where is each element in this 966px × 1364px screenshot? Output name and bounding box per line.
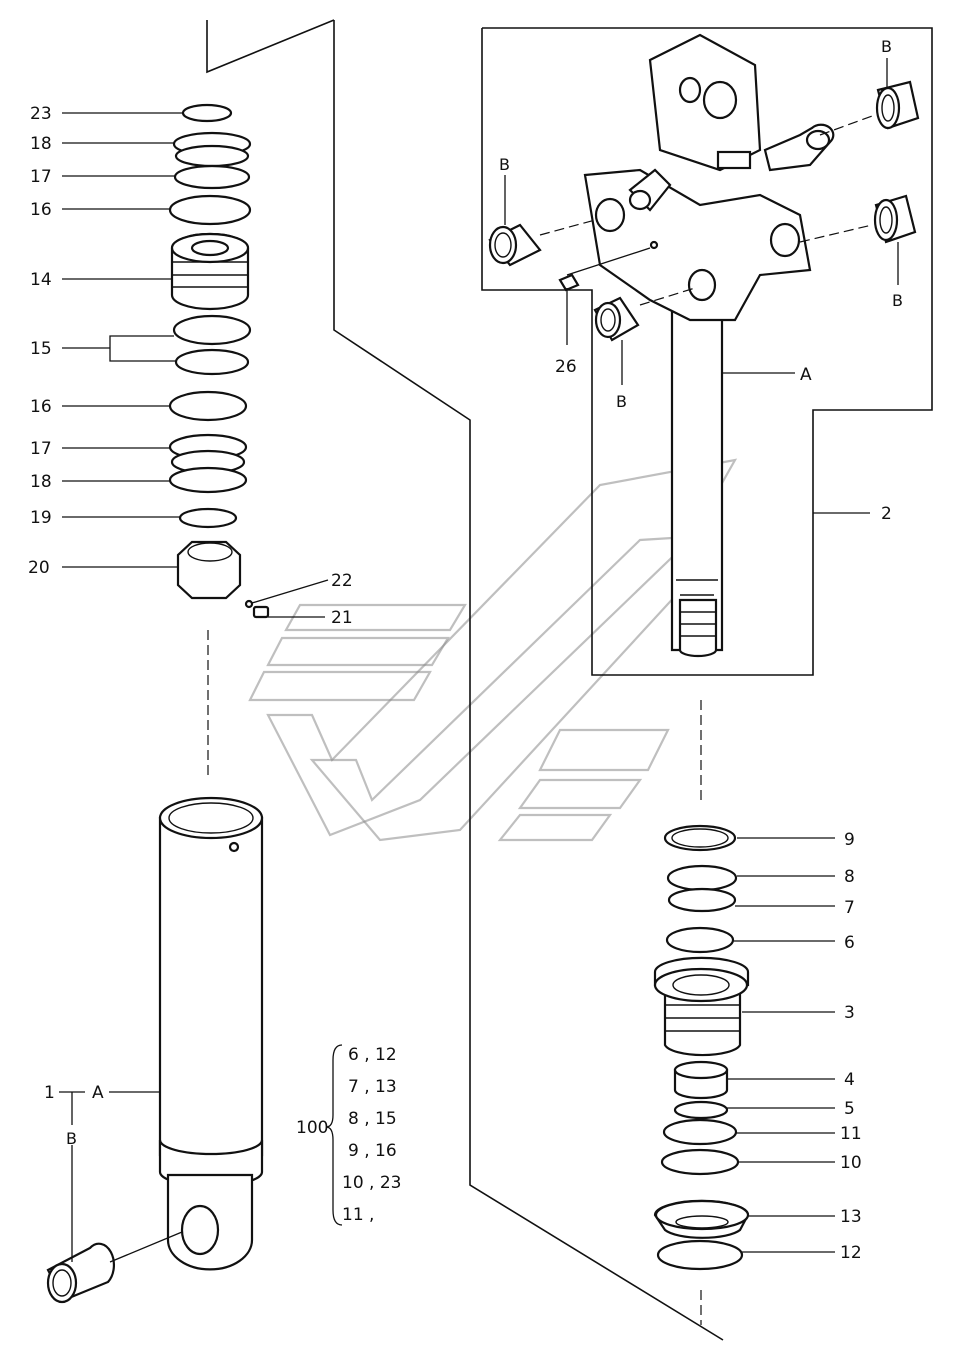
ring-18-top-inner bbox=[174, 144, 250, 168]
seal-stack-left bbox=[168, 103, 270, 619]
ring-16-bottom bbox=[168, 390, 248, 422]
screw-21 bbox=[252, 605, 270, 619]
clevis-hole bbox=[702, 80, 738, 120]
callout-10: 10 bbox=[840, 1153, 862, 1173]
callout-17-top: 17 bbox=[30, 167, 52, 187]
callout-11: 11 bbox=[840, 1124, 862, 1144]
callout-18-top: 18 bbox=[30, 134, 52, 154]
kit-row: 8 , 15 bbox=[348, 1109, 397, 1129]
callout-b-2: B bbox=[499, 155, 510, 174]
seal-stack-right bbox=[653, 824, 750, 1271]
leader-lines bbox=[59, 58, 899, 1263]
callout-15: 15 bbox=[30, 339, 52, 359]
ring-16-top bbox=[168, 194, 252, 226]
callout-17-bottom: 17 bbox=[30, 439, 52, 459]
callout-26: 26 bbox=[555, 357, 577, 377]
ring-18-bottom bbox=[168, 466, 248, 494]
trunnion-hole-front bbox=[687, 268, 717, 302]
callout-b-4: B bbox=[616, 392, 627, 411]
ring-5 bbox=[673, 1100, 729, 1120]
callout-a-bottom: A bbox=[92, 1083, 104, 1103]
rod-assembly bbox=[558, 33, 835, 658]
callout-5: 5 bbox=[844, 1099, 855, 1119]
kit-row: 7 , 13 bbox=[348, 1077, 397, 1097]
tube-nipple bbox=[228, 841, 240, 853]
kit-bracket bbox=[325, 1044, 343, 1226]
trunnion-hole-left bbox=[594, 197, 626, 233]
ring-15-a bbox=[172, 314, 252, 346]
kit-row: 9 , 16 bbox=[348, 1141, 397, 1161]
callout-7: 7 bbox=[844, 898, 855, 918]
callout-20: 20 bbox=[28, 558, 50, 578]
callout-2: 2 bbox=[881, 504, 892, 524]
bushings-b-upper bbox=[488, 80, 920, 342]
callout-16-bottom: 16 bbox=[30, 397, 52, 417]
kit-row: 11 , bbox=[342, 1205, 374, 1225]
cylinder-tube bbox=[158, 796, 264, 1271]
kit-number: 100 bbox=[296, 1118, 328, 1138]
kit-row: 6 , 12 bbox=[348, 1045, 397, 1065]
callout-9: 9 bbox=[844, 830, 855, 850]
callout-23: 23 bbox=[30, 104, 52, 124]
ring-6 bbox=[665, 926, 735, 954]
ring-8 bbox=[666, 864, 738, 892]
callout-b-3: B bbox=[892, 291, 903, 310]
rod-thread bbox=[678, 598, 718, 658]
bushing-b-bottom-left bbox=[46, 1242, 116, 1304]
callout-a-top: A bbox=[800, 365, 812, 385]
callout-12: 12 bbox=[840, 1243, 862, 1263]
callout-8: 8 bbox=[844, 867, 855, 887]
ring-15-b bbox=[174, 348, 250, 376]
nut-20-bore bbox=[187, 542, 233, 562]
callout-4: 4 bbox=[844, 1070, 855, 1090]
ring-12 bbox=[656, 1239, 744, 1271]
washer-19 bbox=[178, 507, 238, 529]
ring-17-top bbox=[173, 164, 251, 190]
boundary-lines bbox=[206, 19, 933, 1341]
tube-mouth bbox=[158, 796, 264, 840]
ball-22 bbox=[244, 599, 254, 609]
kit-table: 100 6 , 12 7 , 13 8 , 15 9 , 16 10 , 23 … bbox=[296, 1045, 401, 1225]
callout-16-top: 16 bbox=[30, 200, 52, 220]
callout-22: 22 bbox=[331, 571, 353, 591]
ring-11 bbox=[662, 1118, 738, 1146]
callout-3: 3 bbox=[844, 1003, 855, 1023]
grease-nipple-26 bbox=[558, 273, 580, 292]
callout-18-bottom: 18 bbox=[30, 472, 52, 492]
eye-hole bbox=[180, 1204, 220, 1256]
key bbox=[716, 150, 752, 170]
trunnion-hole-right bbox=[769, 222, 801, 258]
kit-row: 10 , 23 bbox=[342, 1173, 401, 1193]
callout-labels: 23 18 17 16 14 15 16 17 18 19 20 22 21 2… bbox=[28, 37, 903, 1263]
callout-14: 14 bbox=[30, 270, 52, 290]
callout-19: 19 bbox=[30, 508, 52, 528]
callout-b-bottom: B bbox=[66, 1129, 77, 1148]
o-ring-10 bbox=[660, 1148, 740, 1176]
rod bbox=[670, 298, 724, 652]
seal-9 bbox=[663, 824, 737, 852]
piston-14-bore bbox=[190, 239, 230, 257]
callout-b-1: B bbox=[881, 37, 892, 56]
nut-20 bbox=[176, 540, 242, 600]
callout-1: 1 bbox=[44, 1083, 55, 1103]
o-ring-23 bbox=[181, 103, 233, 123]
watermark-logo bbox=[248, 458, 738, 842]
callout-13: 13 bbox=[840, 1207, 862, 1227]
callout-6: 6 bbox=[844, 933, 855, 953]
ring-7 bbox=[667, 887, 737, 913]
callout-21: 21 bbox=[331, 608, 353, 628]
